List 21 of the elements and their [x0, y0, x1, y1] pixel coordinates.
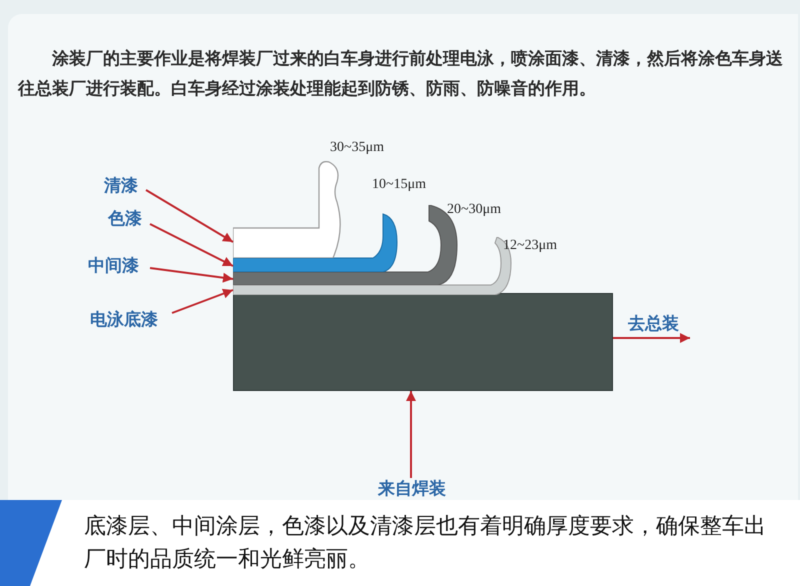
arrow	[150, 223, 234, 267]
layer-label: 电泳底漆	[90, 309, 158, 331]
layer-label: 中间漆	[88, 255, 139, 277]
layer-label: 色漆	[108, 208, 142, 230]
arrow	[406, 391, 416, 478]
layer-label: 清漆	[104, 175, 138, 197]
arrow	[613, 333, 690, 343]
coating-layer	[233, 212, 398, 272]
thickness-label: 30~35μm	[330, 140, 384, 156]
car-body-block	[233, 293, 613, 391]
arrow	[145, 189, 234, 243]
coating-layer	[233, 160, 343, 258]
thickness-label: 20~30μm	[447, 202, 501, 218]
flow-label: 来自焊装	[378, 478, 446, 500]
caption-text: 底漆层、中间涂层，色漆以及清漆层也有着明确厚度要求，确保整车出厂时的品质统一和光鲜亮丽。	[84, 513, 767, 574]
arrow	[150, 267, 234, 283]
thickness-label: 10~15μm	[372, 177, 426, 193]
thickness-label: 12~23μm	[503, 238, 557, 254]
flow-label: 去总装	[628, 313, 679, 335]
intro-paragraph: 涂装厂的主要作业是将焊装厂过来的白车身进行前处理电泳，喷涂面漆、清漆，然后将涂色车身送往总装厂进行装配。白车身经过涂装处理能起到防锈、防雨、防噪音的作用。	[18, 48, 784, 101]
arrow	[172, 288, 234, 314]
